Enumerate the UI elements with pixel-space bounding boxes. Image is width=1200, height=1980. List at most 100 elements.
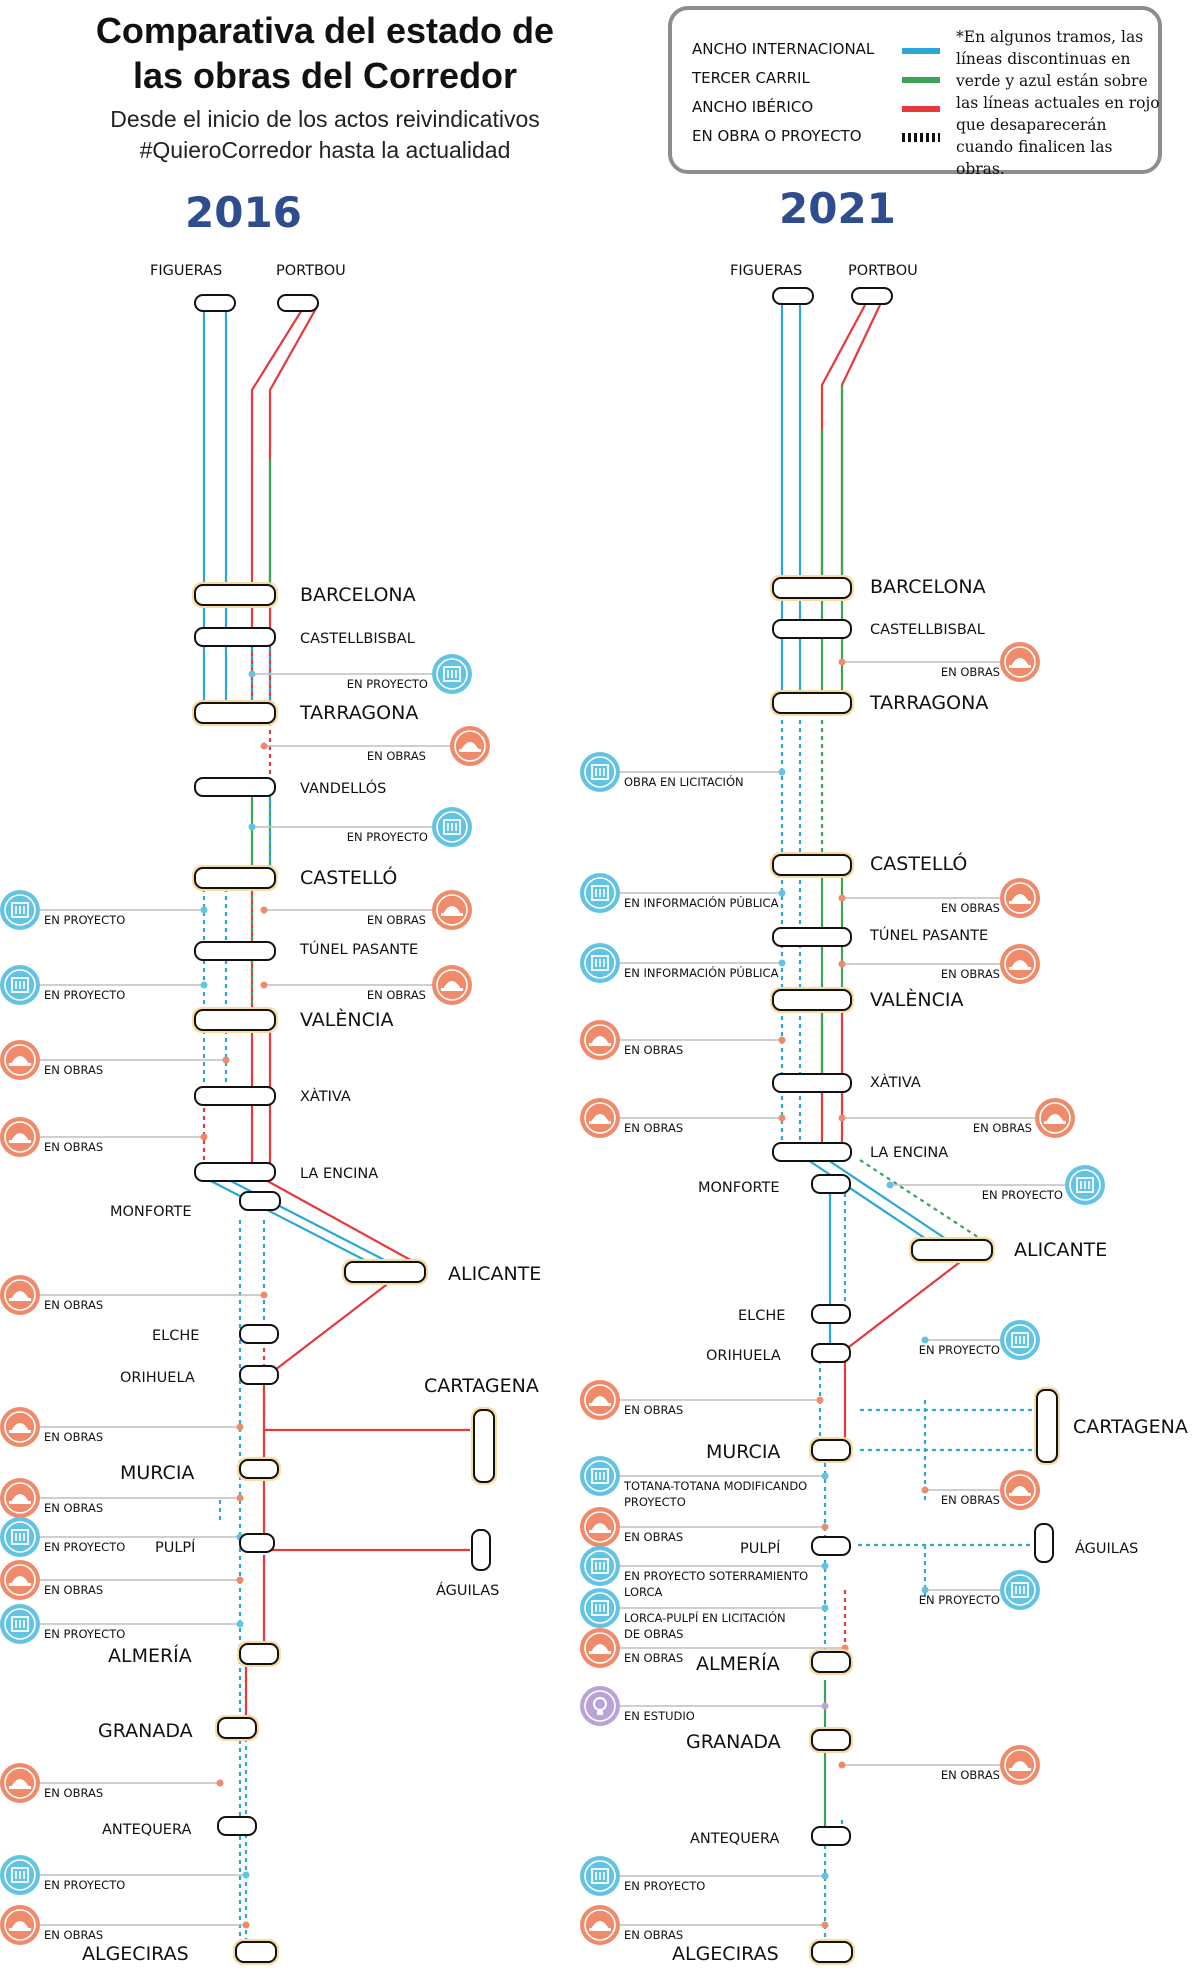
station-node-2021 <box>1034 1523 1054 1563</box>
document-icon <box>443 819 461 835</box>
helmet-brim-icon <box>9 1928 31 1931</box>
station-label-2016: VANDELLÓS <box>300 779 386 797</box>
status-label-2021: EN ESTUDIO <box>624 1709 695 1723</box>
status-label-2016: EN PROYECTO <box>44 1540 125 1554</box>
status-label-2021: EN OBRAS <box>941 967 1000 981</box>
badge-ring <box>1004 1474 1036 1506</box>
station-label-2021: ALMERÍA <box>696 1652 780 1675</box>
badge-ring <box>1004 948 1036 980</box>
track-segment <box>807 1159 936 1246</box>
status-label-2021: EN OBRAS <box>624 1530 683 1544</box>
obras-badge-icon <box>1000 944 1040 984</box>
badge-ring <box>4 1564 36 1596</box>
status-dot <box>248 823 256 831</box>
obras-badge-icon <box>1000 642 1040 682</box>
status-label-2016: EN OBRAS <box>44 1786 103 1800</box>
status-dot <box>838 894 846 902</box>
status-label-2016: EN OBRAS <box>44 1298 103 1312</box>
obras-badge-icon <box>580 1507 620 1547</box>
legend-label: TERCER CARRIL <box>692 69 810 87</box>
station-label-2016: GRANADA <box>98 1720 193 1742</box>
status-dot <box>222 1056 230 1064</box>
track-segment <box>840 304 881 580</box>
status-label-2021: EN PROYECTO <box>624 1879 705 1893</box>
station-label-2016: ALICANTE <box>448 1263 541 1285</box>
status-label-2021: EN OBRAS <box>941 901 1000 915</box>
status-label-2021: EN PROYECTO <box>919 1343 1000 1357</box>
status-dot <box>821 1921 829 1929</box>
obras-badge-icon <box>1035 1098 1075 1138</box>
helmet-brim-icon <box>459 749 481 752</box>
helmet-icon <box>591 1523 609 1531</box>
station-label-2021: GRANADA <box>686 1731 781 1753</box>
station-label-2016: ALMERÍA <box>108 1644 192 1667</box>
legend-item-works: EN OBRA O PROYECTO <box>692 127 940 145</box>
helmet-brim-icon <box>1044 1121 1066 1124</box>
status-dot <box>200 1133 208 1141</box>
status-label-2021: EN OBRAS <box>941 1493 1000 1507</box>
title-line-2: las obras del Corredor <box>132 55 518 96</box>
status-label-2021: LORCA-PULPÍ EN LICITACIÓN <box>624 1610 786 1625</box>
station-node-2021 <box>1036 1389 1058 1463</box>
status-dot <box>921 1586 929 1594</box>
status-dot <box>236 1494 244 1502</box>
helmet-icon <box>11 1291 29 1299</box>
status-dot <box>248 670 256 678</box>
station-node-2021 <box>811 1174 851 1194</box>
proyecto-badge-icon <box>580 1856 620 1896</box>
status-label-2016: EN PROYECTO <box>347 830 428 844</box>
station-label-2021: LA ENCINA <box>870 1145 948 1161</box>
track-segment <box>859 1159 991 1246</box>
status-dot <box>260 981 268 989</box>
station-label-2021: ORIHUELA <box>706 1348 781 1364</box>
track-segment <box>827 1159 956 1246</box>
status-dot <box>236 1620 244 1628</box>
document-icon <box>591 885 609 901</box>
obras-badge-icon <box>1000 1745 1040 1785</box>
document-icon <box>443 666 461 682</box>
badge-ring <box>436 969 468 1001</box>
status-label-2021: EN PROYECTO <box>919 1593 1000 1607</box>
status-dot <box>821 1472 829 1480</box>
helmet-icon <box>591 1036 609 1044</box>
proyecto-badge-icon <box>580 943 620 983</box>
estudio-badge-icon <box>580 1686 620 1726</box>
station-node-2016 <box>194 702 276 724</box>
station-node-2021 <box>772 854 852 876</box>
helmet-brim-icon <box>9 1583 31 1586</box>
status-dot <box>260 1291 268 1299</box>
station-node-2021 <box>811 1439 851 1461</box>
station-label-2021: MURCIA <box>706 1441 780 1463</box>
badge-ring <box>1004 1749 1036 1781</box>
status-dot <box>778 1036 786 1044</box>
status-label-2021: OBRA EN LICITACIÓN <box>624 774 744 789</box>
badge-disc <box>580 1686 620 1726</box>
proyecto-badge-icon <box>1000 1570 1040 1610</box>
title-line-1: Comparativa del estado de <box>95 10 555 51</box>
legend-swatch-dashed <box>902 133 940 142</box>
station-label-2021: MONFORTE <box>698 1180 780 1196</box>
station-label-2021: CASTELLBISBAL <box>870 622 985 638</box>
station-node-2016 <box>194 941 276 961</box>
proyecto-badge-icon <box>0 890 40 930</box>
station-label-2021: CASTELLÓ <box>870 851 967 875</box>
badge-ring <box>1004 882 1036 914</box>
lightbulb-base-icon <box>597 1711 603 1715</box>
badge-ring <box>584 947 616 979</box>
obras-badge-icon <box>0 1040 40 1080</box>
badge-ring <box>1039 1102 1071 1134</box>
status-label-2016: EN OBRAS <box>367 749 426 763</box>
badge-ring <box>4 1608 36 1640</box>
obras-badge-icon <box>432 965 472 1005</box>
status-dot <box>886 1181 894 1189</box>
badge-ring <box>584 1102 616 1134</box>
station-node-2021 <box>811 1729 851 1751</box>
proyecto-badge-icon <box>0 1604 40 1644</box>
station-node-2016 <box>194 584 276 606</box>
obras-badge-icon <box>432 890 472 930</box>
status-label-2021: EN INFORMACIÓN PÚBLICA <box>624 965 779 980</box>
status-label-2016: EN PROYECTO <box>44 1878 125 1892</box>
station-label-2021: PULPÍ <box>740 1540 780 1557</box>
station-label-2016: XÀTIVA <box>300 1088 351 1105</box>
